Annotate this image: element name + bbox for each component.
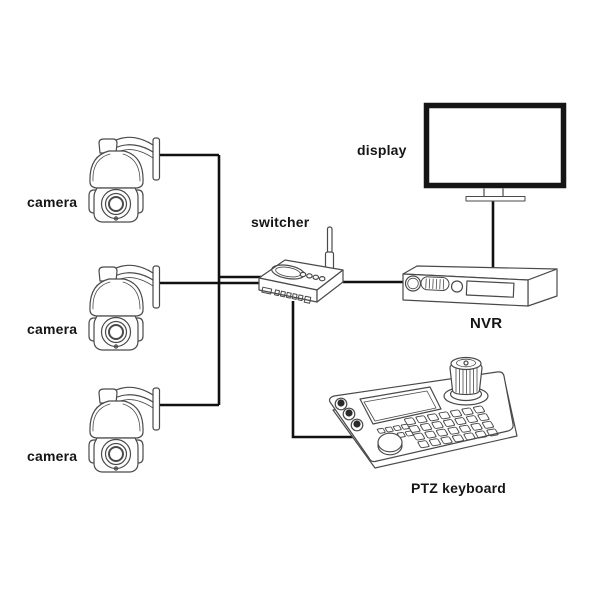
display-label: display — [357, 142, 407, 158]
keyboard-top — [328, 371, 514, 463]
nvr-front-face — [402, 273, 529, 307]
keyboard-knobs — [334, 397, 364, 432]
camera-2-label: camera — [27, 321, 78, 337]
nvr-vent — [420, 276, 450, 292]
display-screen — [423, 102, 567, 189]
wire-switcher-to-keyboard — [291, 301, 358, 439]
ptz-keyboard-drawing — [328, 356, 518, 469]
display-stand-neck — [483, 188, 504, 198]
switcher-right-face — [316, 269, 344, 303]
ptz-keyboard-label: PTZ keyboard — [411, 480, 506, 496]
nvr-button — [450, 280, 464, 293]
display-stand-base — [465, 196, 526, 202]
switcher-label: switcher — [251, 214, 310, 230]
camera-2-drawing — [88, 264, 161, 351]
keyboard-jog-dial — [377, 432, 403, 456]
camera-1-drawing — [88, 136, 161, 223]
switcher-buttons — [299, 271, 326, 282]
switcher-drawing — [258, 226, 344, 304]
connection-wires — [156, 153, 495, 439]
camera-3-drawing — [88, 386, 161, 473]
camera-1-label: camera — [27, 194, 78, 210]
switcher-ports — [261, 286, 312, 304]
keyboard-keys — [376, 405, 499, 449]
display-drawing — [423, 102, 567, 202]
nvr-drawing — [402, 265, 558, 307]
keyboard-joystick — [443, 356, 489, 406]
nvr-label: NVR — [470, 315, 503, 332]
nvr-panel — [465, 280, 515, 298]
camera-3-label: camera — [27, 448, 78, 464]
keyboard-lcd — [359, 386, 442, 425]
